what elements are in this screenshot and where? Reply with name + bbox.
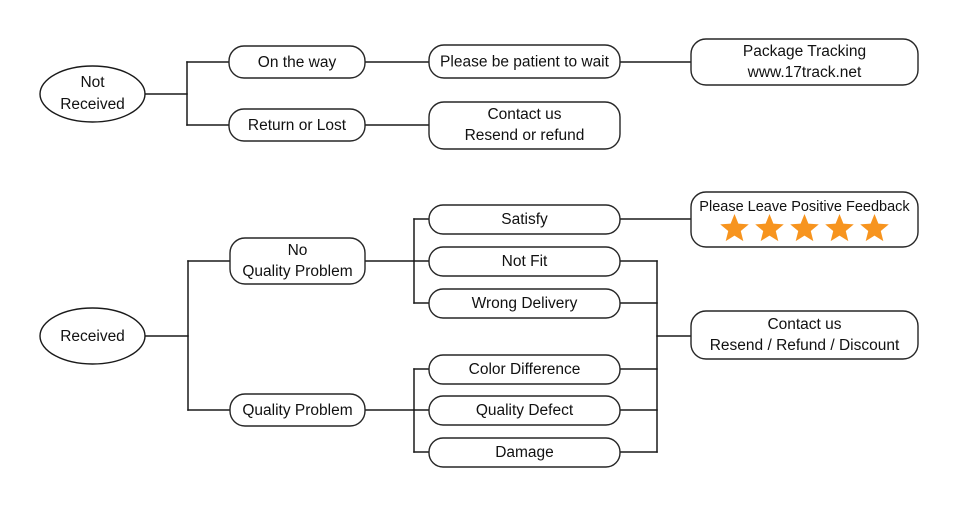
connector-group-not-received [144,61,692,126]
contact-us-resend-refund-line1: Contact us [487,106,561,123]
contact-us-resend-refund-box [428,101,621,150]
color-difference-label: Color Difference [469,361,581,378]
node-wrong-delivery[interactable]: Wrong Delivery [428,288,621,319]
received-label: Received [60,328,125,345]
wrong-delivery-label: Wrong Delivery [472,295,578,312]
node-not-fit[interactable]: Not Fit [428,246,621,277]
no-quality-problem-line1: No [288,242,308,259]
star-icon[interactable] [720,214,749,242]
node-on-the-way[interactable]: On the way [228,45,366,79]
satisfy-label: Satisfy [501,211,548,228]
node-package-tracking[interactable]: Package Tracking www.17track.net [690,38,919,86]
node-color-difference[interactable]: Color Difference [428,354,621,385]
not-received-label-line1: Not [80,74,105,91]
contact-us-resend-refund-line2: Resend or refund [465,127,585,144]
node-positive-feedback[interactable]: Please Leave Positive Feedback [690,191,919,248]
node-contact-us-resend-refund[interactable]: Contact us Resend or refund [428,101,621,150]
positive-feedback-label: Please Leave Positive Feedback [699,199,910,215]
quality-problem-box [229,393,366,427]
node-received[interactable]: Received [39,307,146,365]
not-received-ellipse [39,65,146,123]
connector-group-received [144,218,692,453]
quality-defect-label: Quality Defect [476,402,574,419]
not-received-label-line2: Received [60,96,125,113]
node-contact-us-resend-refund-discount[interactable]: Contact us Resend / Refund / Discount [690,310,919,360]
contact-us-discount-line2: Resend / Refund / Discount [710,337,900,354]
node-quality-problem[interactable]: Quality Problem [229,393,366,427]
node-no-quality-problem[interactable]: No Quality Problem [229,237,366,285]
on-the-way-box [228,45,366,79]
node-please-be-patient[interactable]: Please be patient to wait [428,44,621,79]
node-satisfy[interactable]: Satisfy [428,204,621,235]
package-tracking-box [690,38,919,86]
wrong-delivery-box [428,288,621,319]
not-fit-label: Not Fit [502,253,548,270]
color-difference-box [428,354,621,385]
star-icon[interactable] [755,214,784,242]
damage-label: Damage [495,444,554,461]
package-tracking-line1: Package Tracking [743,43,866,60]
star-rating[interactable] [720,214,889,242]
return-or-lost-box [228,108,366,142]
star-icon[interactable] [790,214,819,242]
node-quality-defect[interactable]: Quality Defect [428,395,621,426]
on-the-way-label: On the way [258,54,337,71]
node-return-or-lost[interactable]: Return or Lost [228,108,366,142]
received-ellipse [39,307,146,365]
return-or-lost-label: Return or Lost [248,117,347,134]
node-not-received[interactable]: Not Received [39,65,146,123]
package-tracking-line2: www.17track.net [747,64,862,81]
quality-problem-label: Quality Problem [242,402,352,419]
no-quality-problem-line2: Quality Problem [242,263,352,280]
damage-box [428,437,621,468]
quality-defect-box [428,395,621,426]
star-icon[interactable] [860,214,889,242]
please-be-patient-box [428,44,621,79]
node-damage[interactable]: Damage [428,437,621,468]
contact-us-discount-box [690,310,919,360]
not-fit-box [428,246,621,277]
no-quality-problem-box [229,237,366,285]
contact-us-discount-line1: Contact us [767,316,841,333]
star-icon[interactable] [825,214,854,242]
please-be-patient-label: Please be patient to wait [440,54,610,71]
satisfy-box [428,204,621,235]
